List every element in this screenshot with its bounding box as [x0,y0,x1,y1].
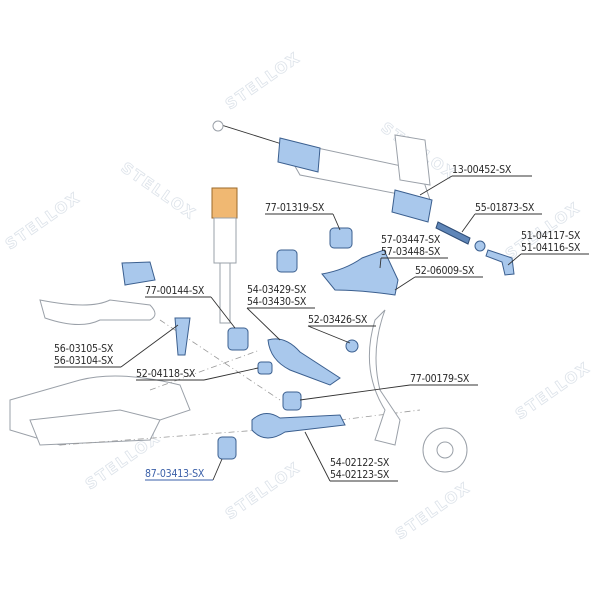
part-label-57-03448[interactable]: 57-03448-SX [381,246,441,258]
watermark: STELLOX [392,478,474,543]
watermark: STELLOX [222,458,304,523]
part-label-51-04116[interactable]: 51-04116-SX [521,242,581,254]
part-label-52-04118[interactable]: 52-04118-SX [136,368,196,380]
part-label-51-04117[interactable]: 51-04117-SX [521,230,581,242]
part-label-57-03447[interactable]: 57-03447-SX [381,234,441,246]
watermark: STELLOX [118,159,200,224]
part-label-54-03429[interactable]: 54-03429-SX [247,284,307,296]
tie-rod [435,221,515,276]
part-label-87-03413[interactable]: 87-03413-SX [145,468,205,480]
air-strut [211,187,238,324]
leader-lines [54,175,589,482]
part-label-54-02123[interactable]: 54-02123-SX [330,469,390,481]
part-label-13-00452[interactable]: 13-00452-SX [452,164,512,176]
lower-control-arm [174,317,359,460]
watermark: STELLOX [222,48,304,113]
stabilizer-bushing [121,261,156,286]
part-label-55-01873[interactable]: 55-01873-SX [475,202,535,214]
part-label-54-02122[interactable]: 54-02122-SX [330,457,390,469]
part-labels: 13-00452-SX 77-01319-SX 55-01873-SX 57-0… [54,164,581,481]
part-label-52-03426[interactable]: 52-03426-SX [308,314,368,326]
watermark: STELLOX [2,188,84,253]
part-label-54-03430[interactable]: 54-03430-SX [247,296,307,308]
part-label-77-00144[interactable]: 77-00144-SX [145,285,205,297]
upper-control-arm [276,227,399,296]
part-label-77-00179[interactable]: 77-00179-SX [410,373,470,385]
steering-rack [212,120,433,223]
part-label-56-03104[interactable]: 56-03104-SX [54,355,114,367]
subframe-outline [9,299,421,446]
part-label-52-06009[interactable]: 52-06009-SX [415,265,475,277]
part-label-56-03105[interactable]: 56-03105-SX [54,343,114,355]
part-label-77-01319[interactable]: 77-01319-SX [265,202,325,214]
steering-knuckle [368,309,468,473]
watermark: STELLOX [512,358,594,423]
